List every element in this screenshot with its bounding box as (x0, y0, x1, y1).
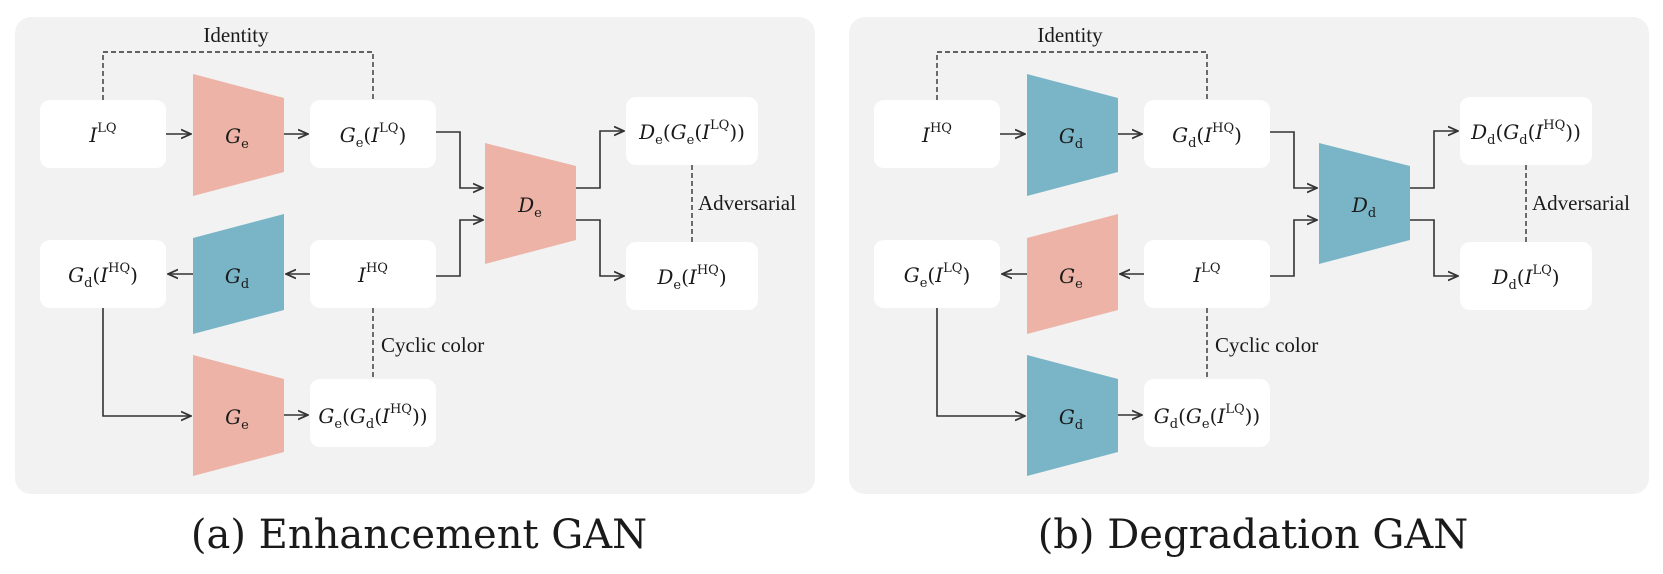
box-disc-out-bottom (626, 242, 758, 310)
box-input-mid (1144, 240, 1270, 308)
disc-out-top-label: Dd(Gd(IHQ)) (1470, 118, 1581, 148)
generator-bottom-shape (193, 355, 284, 476)
arrow-output-left-to-gen-bottom (936, 308, 1025, 416)
input-top-label: ILQ (88, 121, 116, 147)
box-disc-out-top (1460, 97, 1592, 165)
arrow-disc-to-out-top (576, 131, 624, 189)
box-output-bottom (1144, 379, 1270, 447)
panel-degradation-gan: Identity Adversarial Cyclic color Gd Ge … (849, 17, 1649, 558)
box-disc-out-top (626, 97, 758, 165)
identity-connector (936, 51, 1208, 100)
output-bottom-label: Gd(Ge(ILQ)) (1154, 402, 1260, 432)
adversarial-label: Adversarial (1532, 191, 1630, 215)
input-mid-label: ILQ (1192, 261, 1220, 287)
caption-a: (a) Enhancement GAN (191, 512, 647, 558)
arrow-disc-to-out-top (1410, 131, 1458, 189)
box-output-top (1144, 100, 1270, 168)
discriminator-label: De (517, 193, 542, 221)
generator-other-label: Ge (1059, 264, 1083, 292)
cyclic-color-label: Cyclic color (381, 333, 484, 357)
identity-connector (102, 51, 374, 100)
input-top-label: IHQ (921, 121, 952, 147)
output-top-label: Gd(IHQ) (1172, 121, 1242, 151)
disc-out-bottom-label: Dd(ILQ) (1491, 263, 1559, 293)
box-output-left (40, 240, 166, 308)
box-output-bottom (310, 379, 436, 447)
discriminator-label: Dd (1351, 193, 1376, 221)
box-input-top (874, 100, 1000, 168)
box-output-top (310, 100, 436, 168)
arrow-input-mid-to-disc (436, 220, 483, 277)
output-left-label: Ge(ILQ) (904, 261, 971, 291)
arrow-disc-to-out-bottom (576, 219, 624, 276)
cyclic-color-label: Cyclic color (1215, 333, 1318, 357)
box-disc-out-bottom (1460, 242, 1592, 310)
generator-main-shape (193, 74, 284, 196)
arrow-output-to-disc (436, 131, 483, 188)
generator-other-label: Gd (225, 264, 249, 292)
caption-b: (b) Degradation GAN (1038, 512, 1469, 558)
disc-out-bottom-label: De(IHQ) (656, 263, 726, 293)
discriminator-shape (1319, 143, 1410, 264)
generator-main-label: Ge (225, 124, 249, 152)
generator-main-shape (1027, 74, 1118, 196)
arrow-input-mid-to-disc (1270, 220, 1317, 277)
discriminator-shape (485, 143, 576, 264)
arrow-output-to-disc (1270, 131, 1317, 188)
identity-label: Identity (203, 23, 269, 47)
generator-bottom-label: Ge (225, 405, 249, 433)
adversarial-label: Adversarial (698, 191, 796, 215)
identity-label: Identity (1037, 23, 1103, 47)
arrow-disc-to-out-bottom (1410, 219, 1458, 276)
box-input-top (40, 100, 166, 168)
output-bottom-label: Ge(Gd(IHQ)) (318, 402, 427, 432)
output-left-label: Gd(IHQ) (68, 261, 138, 291)
generator-bottom-shape (1027, 355, 1118, 476)
box-input-mid (310, 240, 436, 308)
generator-other-shape (193, 214, 284, 334)
arrow-output-left-to-gen-bottom (102, 308, 191, 416)
input-mid-label: IHQ (357, 261, 388, 287)
disc-out-top-label: De(Ge(ILQ)) (638, 118, 745, 148)
output-top-label: Ge(ILQ) (340, 121, 407, 151)
generator-main-label: Gd (1059, 124, 1083, 152)
generator-other-shape (1027, 214, 1118, 334)
box-output-left (874, 240, 1000, 308)
generator-bottom-label: Gd (1059, 405, 1083, 433)
panel-enhancement-gan: Identity Adversarial Cyclic color Ge Gd … (15, 17, 815, 558)
